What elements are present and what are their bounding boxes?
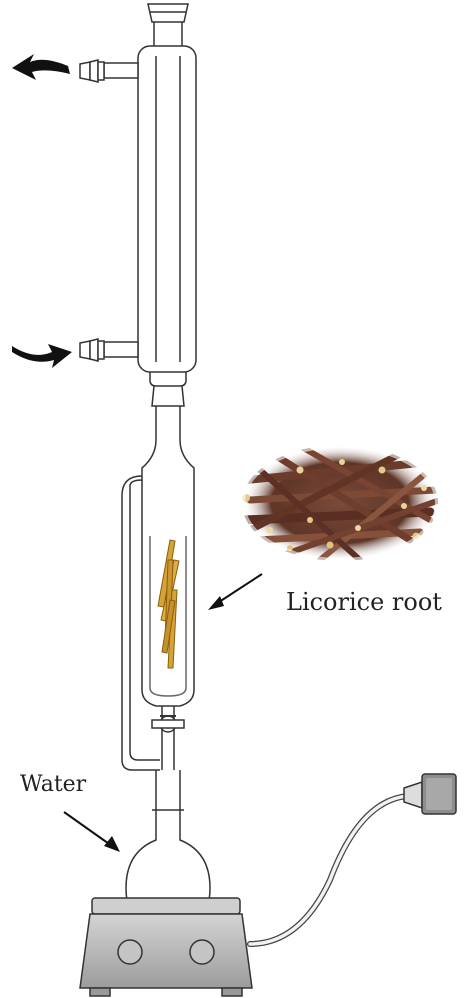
curved-arrow-right-icon: [12, 344, 72, 368]
licorice-pointer-arrow: [208, 573, 263, 610]
water-pointer-arrow: [63, 811, 120, 852]
hot-plate: [79, 897, 253, 997]
coolant-inlet-barb: [79, 338, 139, 362]
curved-arrow-left-icon: [12, 54, 70, 80]
water-label: Water: [20, 772, 87, 797]
power-cord: [247, 793, 411, 947]
licorice-sticks: [157, 539, 180, 669]
hotplate-left-knob[interactable]: [117, 939, 143, 965]
soxhlet-extractor: [121, 406, 195, 810]
hotplate-right-knob[interactable]: [189, 939, 215, 965]
condenser: [137, 3, 197, 407]
coolant-outlet-barb: [79, 59, 139, 83]
power-plug: [403, 773, 457, 815]
licorice-root-label: Licorice root: [286, 588, 442, 616]
licorice-root-photo: [239, 442, 441, 564]
